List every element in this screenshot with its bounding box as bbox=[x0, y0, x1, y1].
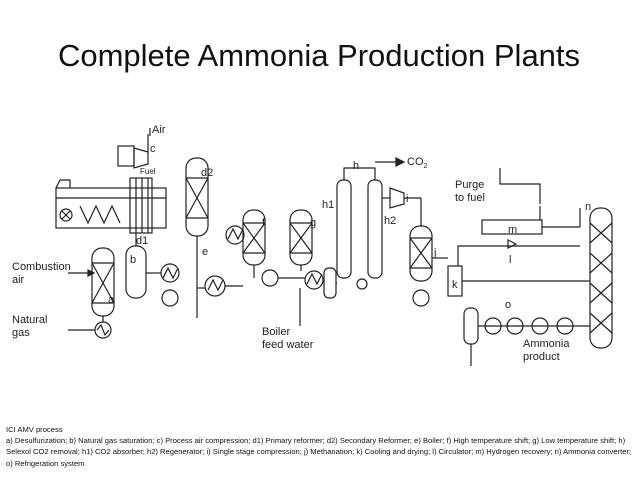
label-k: k bbox=[452, 279, 458, 291]
label-a: a bbox=[108, 294, 115, 306]
label-c: c bbox=[150, 143, 156, 155]
primary-reformer bbox=[55, 177, 167, 234]
caption-legend: a) Desulfurization; b) Natural gas satur… bbox=[6, 436, 632, 468]
single-stage-compressor bbox=[389, 187, 405, 209]
ht-shift bbox=[242, 209, 279, 287]
label-n: n bbox=[585, 201, 591, 213]
label-fuel: Fuel bbox=[140, 167, 156, 176]
co2-absorber bbox=[336, 157, 406, 290]
label-h1: h1 bbox=[322, 199, 334, 211]
label-h: h bbox=[353, 160, 359, 172]
process-flow-diagram: Air c Fuel d2 d1 h CO2 Purge to fuel n f… bbox=[12, 124, 613, 366]
label-j: j bbox=[433, 247, 436, 259]
label-combustion-air: air bbox=[12, 274, 25, 286]
process-lines bbox=[68, 168, 590, 331]
label-natural: Natural bbox=[12, 314, 47, 326]
label-i: i bbox=[406, 193, 408, 205]
label-ammonia: Ammonia bbox=[523, 338, 570, 350]
label-air: Air bbox=[152, 124, 166, 136]
label-d2: d2 bbox=[201, 167, 213, 179]
label-e: e bbox=[202, 246, 208, 258]
label-g: g bbox=[310, 217, 316, 229]
slide-title: Complete Ammonia Production Plants bbox=[57, 38, 581, 73]
refrigeration-system bbox=[463, 307, 590, 366]
figure-caption: ICI AMV process a) Desulfurization; b) N… bbox=[6, 424, 634, 469]
label-l: l bbox=[509, 254, 511, 266]
label-d1: d1 bbox=[136, 235, 148, 247]
label-boiler: Boiler bbox=[262, 326, 290, 338]
label-h2: h2 bbox=[384, 215, 396, 227]
label-purge: Purge bbox=[455, 179, 484, 191]
label-feed-water: feed water bbox=[262, 339, 314, 351]
label-b: b bbox=[130, 254, 136, 266]
label-o: o bbox=[505, 299, 511, 311]
label-to-fuel: to fuel bbox=[455, 192, 485, 204]
caption-heading: ICI AMV process bbox=[6, 425, 63, 434]
label-product: product bbox=[523, 351, 560, 363]
label-f: f bbox=[262, 217, 266, 229]
label-combustion: Combustion bbox=[12, 261, 71, 273]
air-compressor bbox=[117, 128, 151, 169]
desulfurizer bbox=[91, 247, 115, 339]
label-co2: CO2 bbox=[407, 156, 428, 170]
label-gas: gas bbox=[12, 327, 30, 339]
methanator bbox=[409, 225, 433, 307]
label-m: m bbox=[508, 224, 517, 236]
ammonia-converter bbox=[589, 207, 613, 349]
secondary-reformer bbox=[185, 157, 209, 318]
